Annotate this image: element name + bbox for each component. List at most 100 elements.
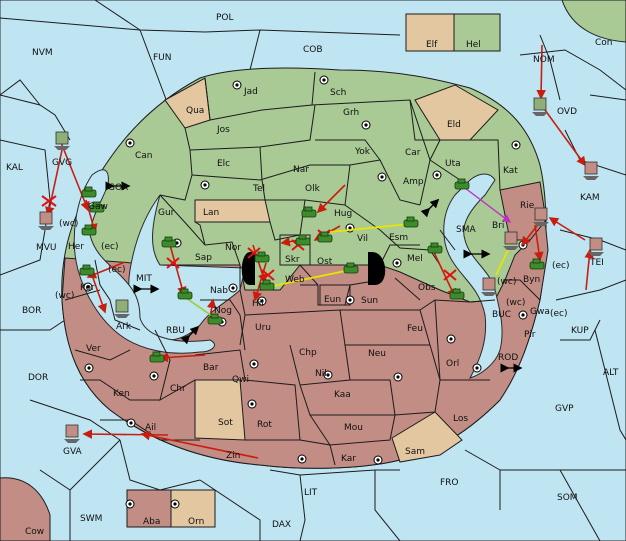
- supply-center-icon: [125, 499, 135, 509]
- label-zin: Zin: [226, 451, 240, 461]
- inset-elf: [405, 13, 455, 52]
- supply-center-icon: [170, 499, 180, 509]
- label-kaa: Kaa: [334, 390, 351, 400]
- label-tei: TEI: [589, 258, 604, 268]
- label-mvu: MVU: [36, 243, 57, 253]
- army-unit-icon: [89, 201, 105, 213]
- label-fun: FUN: [153, 53, 172, 63]
- coast-wc-byn: (wc): [497, 277, 516, 287]
- label-sma: SMA: [456, 225, 476, 235]
- fleet-unit-icon: [533, 207, 549, 226]
- supply-center-icon: [84, 363, 94, 373]
- label-gvp: GVP: [555, 404, 574, 414]
- label-orl: Orl: [446, 359, 459, 369]
- label-mit: MIT: [136, 274, 152, 284]
- army-unit-icon: [149, 351, 165, 363]
- label-som: SOM: [557, 493, 578, 503]
- passage-markers: [105, 181, 523, 373]
- label-bar: Bar: [203, 363, 219, 373]
- label-elf: Elf: [426, 40, 438, 50]
- canal-west: [241, 252, 255, 285]
- label-amp: Amp: [403, 177, 424, 187]
- label-her: Her: [68, 242, 84, 252]
- province-eun-box: [319, 284, 351, 306]
- army-unit-icon: [177, 288, 193, 300]
- label-rbu: RBU: [166, 326, 185, 336]
- label-rie: Rie: [520, 201, 535, 211]
- label-esm: Esm: [389, 233, 408, 243]
- label-kat: Kat: [503, 166, 518, 176]
- label-con: Con: [595, 38, 613, 48]
- label-gva: GVA: [63, 447, 83, 457]
- order-cut-mark: [443, 269, 457, 281]
- army-unit-icon: [259, 279, 275, 291]
- label-gaw: Gaw: [88, 202, 108, 212]
- label-aba: Aba: [143, 517, 160, 527]
- label-chp: Chp: [299, 348, 317, 358]
- coast-ec-gwa: (ec): [550, 309, 568, 319]
- army-unit-icon: [403, 216, 419, 228]
- label-obs: Obs: [418, 283, 436, 293]
- label-qwi: Qwi: [232, 375, 249, 385]
- label-kor: Kor: [80, 283, 95, 293]
- coast-wc-kor: (wc): [55, 291, 74, 301]
- label-grh: Grh: [343, 108, 359, 118]
- label-dor: DOR: [28, 373, 48, 383]
- supply-centers: [83, 75, 528, 509]
- supply-center-icon: [125, 138, 135, 148]
- fleet-unit-icon: [481, 277, 497, 296]
- coast-wc-gwa: (wc): [506, 298, 525, 308]
- army-units: [79, 178, 545, 363]
- supply-center-icon: [323, 370, 333, 380]
- label-ark: Ark: [116, 322, 132, 332]
- supply-center-icon: [249, 359, 259, 369]
- label-pir: Pir: [524, 330, 536, 340]
- label-uru: Uru: [255, 323, 271, 333]
- label-mou: Mou: [344, 423, 363, 433]
- order-cut-mark: [166, 257, 180, 269]
- right-gulf: [443, 173, 503, 379]
- label-nog: Nog: [214, 306, 232, 316]
- supply-center-icon: [126, 418, 136, 428]
- supply-center-icon: [149, 371, 159, 381]
- label-pol: POL: [216, 13, 234, 23]
- province-sam: [391, 411, 463, 463]
- army-unit-icon: [295, 234, 311, 246]
- supply-center-icon: [200, 180, 210, 190]
- label-skr: Skr: [285, 255, 300, 265]
- coast-ec-her: (ec): [101, 242, 119, 252]
- coast-ec-kor: (ec): [108, 265, 126, 275]
- label-yok: Yok: [354, 147, 371, 157]
- label-eun: Eun: [324, 295, 341, 305]
- region-labels: POL NVM FUN COB NOM Con OVD KAL GVG GOR …: [6, 13, 619, 537]
- label-bri: Bri: [492, 221, 504, 231]
- label-gor: GOR: [108, 183, 128, 193]
- label-ver: Ver: [86, 344, 101, 354]
- supply-center-icon: [472, 363, 482, 373]
- label-kal: KAL: [6, 163, 23, 173]
- label-hil: Hil: [252, 299, 264, 309]
- label-lit: LIT: [304, 488, 318, 498]
- label-nab: Nab: [210, 286, 228, 296]
- label-rod: ROD: [498, 353, 518, 363]
- inset-orn: [170, 489, 216, 528]
- province-borders: [64, 71, 541, 466]
- label-rot: Rot: [257, 420, 272, 430]
- canal-east: [368, 252, 386, 285]
- army-unit-icon: [343, 262, 359, 274]
- label-vil: Vil: [357, 234, 368, 244]
- label-cow: Cow: [25, 527, 44, 537]
- label-nvm: NVM: [32, 48, 53, 58]
- label-qua: Qua: [186, 106, 204, 116]
- fleet-unit-icon: [532, 97, 548, 116]
- label-nom: NOM: [533, 55, 555, 65]
- label-ost: Ost: [317, 257, 333, 267]
- army-unit-icon: [207, 313, 223, 325]
- label-buc: BUC: [492, 310, 511, 320]
- label-gvg: GVG: [52, 158, 72, 168]
- label-feu: Feu: [407, 324, 423, 334]
- label-lan: Lan: [203, 208, 219, 218]
- label-sam: Sam: [405, 447, 425, 457]
- supply-center-icon: [446, 334, 456, 344]
- order-cut-mark: [261, 269, 275, 281]
